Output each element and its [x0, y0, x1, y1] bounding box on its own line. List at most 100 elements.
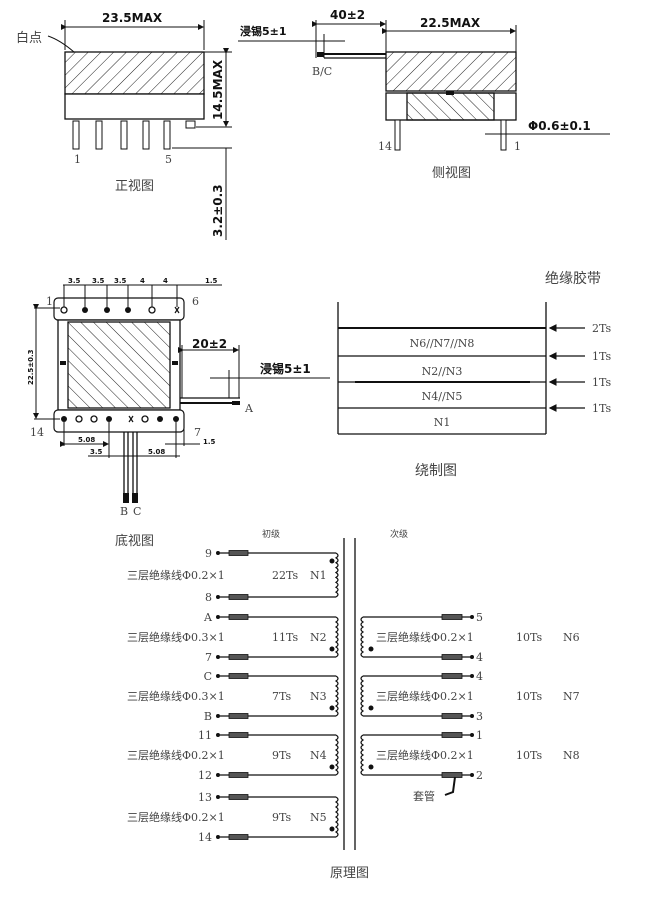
coil-icon — [334, 675, 339, 717]
sleeve-icon — [228, 732, 249, 738]
primary-label: 初级 — [262, 528, 280, 540]
front-pin-5-label: 5 — [165, 153, 172, 166]
white-dot-label: 白点 — [16, 30, 42, 46]
sleeve-icon — [228, 594, 249, 600]
sleeve-icon — [441, 673, 463, 679]
front-pin-1-label: 1 — [74, 153, 81, 166]
pin-label: 4 — [476, 670, 483, 683]
polarity-dot — [329, 764, 335, 770]
sleeve-icon — [228, 550, 249, 556]
winding-name: N4 — [310, 749, 327, 762]
pitch-dim-4: 4 — [140, 277, 145, 285]
sleeve-icon — [441, 732, 463, 738]
terminal-dot — [470, 773, 474, 777]
winding-spec: 三层绝缘线Φ0.3×1 — [127, 630, 225, 644]
pitch-dim-2: 3.5 — [92, 277, 105, 285]
winding-diagram-title: 绕制图 — [415, 463, 457, 479]
tape-label: 绝缘胶带 — [545, 270, 601, 287]
coil-icon — [334, 552, 339, 598]
winding-turns: 22Ts — [272, 569, 299, 582]
winding-diagram: 绝缘胶带 N6//N7//N8 N2//N3 N4//N5 N1 2Ts 1Ts… — [337, 270, 612, 479]
sleeve-icon — [228, 654, 249, 660]
polarity-dot — [329, 646, 335, 652]
winding-name: N2 — [310, 631, 327, 644]
pin-label: 7 — [205, 651, 212, 664]
coil-icon — [334, 796, 339, 838]
terminal-dot — [216, 595, 220, 599]
upper-pins — [60, 285, 180, 314]
coil-icon — [360, 734, 365, 776]
layer-n1: N1 — [434, 416, 451, 429]
terminal-dot — [216, 714, 220, 718]
secondary-label: 次级 — [390, 528, 408, 540]
side-view: 浸锡5±1 40±2 22.5MAX B/C 14 1 Φ0.6±0.1 侧视图 — [238, 8, 610, 181]
terminal-dot — [470, 655, 474, 659]
winding-spec: 三层绝缘线Φ0.2×1 — [127, 810, 225, 824]
bottom-dim-3: 5.08 — [148, 448, 165, 456]
bottom-pin-14-label: 14 — [30, 426, 44, 439]
bottom-strip-dim: 浸锡5±1 — [260, 361, 311, 376]
winding-name: N5 — [310, 811, 327, 824]
winding-spec: 三层绝缘线Φ0.2×1 — [127, 748, 225, 762]
winding-turns: 11Ts — [272, 631, 299, 644]
pin-label: 11 — [198, 729, 212, 742]
bottom-dim-2: 3.5 — [90, 448, 103, 456]
terminal-dot — [216, 795, 220, 799]
side-lead-label: B/C — [312, 65, 332, 78]
winding-spec: 三层绝缘线Φ0.2×1 — [376, 630, 474, 644]
terminal-dot — [216, 773, 220, 777]
side-strip-dim: 浸锡5±1 — [240, 24, 287, 38]
pin-label: 2 — [476, 769, 483, 782]
sleeve-icon — [441, 713, 463, 719]
pin-label: 8 — [205, 591, 212, 604]
polarity-dot — [368, 705, 374, 711]
sleeve-icon — [441, 772, 463, 778]
pin-label: 3 — [476, 710, 483, 723]
coil-icon — [334, 734, 339, 776]
terminal-dot — [470, 615, 474, 619]
winding-name: N6 — [563, 631, 580, 644]
layer-n4-n5: N4//N5 — [422, 390, 463, 403]
winding-spec: 三层绝缘线Φ0.3×1 — [127, 689, 225, 703]
right-edge-dim: 1.5 — [205, 277, 218, 285]
leads-bc — [123, 432, 138, 503]
sleeve-icon — [228, 673, 249, 679]
sleeve-icon — [228, 713, 249, 719]
side-pin-14-label: 14 — [378, 140, 392, 153]
pin-label: 1 — [476, 729, 483, 742]
bottom-height-dim: 22.5±0.3 — [27, 349, 35, 385]
pitch-dim-5: 4 — [163, 277, 168, 285]
front-view: 23.5MAX 白点 1 5 14.5MAX 3.2±0.3 正视图 — [16, 11, 232, 240]
pitch-dim-1: 3.5 — [68, 277, 81, 285]
pin-label: 4 — [476, 651, 483, 664]
layer-n6-n7-n8: N6//N7//N8 — [410, 337, 475, 350]
coil-icon — [360, 616, 365, 658]
winding-name: N1 — [310, 569, 327, 582]
terminal-dot — [470, 714, 474, 718]
coil-icon — [360, 675, 365, 717]
terminal-dot — [216, 551, 220, 555]
tape-turns-1: 2Ts — [592, 322, 612, 335]
schematic-title: 原理图 — [330, 866, 369, 881]
bottom-pin-7-label: 7 — [194, 426, 201, 439]
polarity-dot — [368, 646, 374, 652]
bottom-dim-4: 1.5 — [203, 438, 216, 446]
terminal-dot — [470, 674, 474, 678]
winding-turns: 9Ts — [272, 749, 292, 762]
winding-spec: 三层绝缘线Φ0.2×1 — [127, 568, 225, 582]
front-view-title: 正视图 — [115, 179, 154, 194]
terminal-dot — [216, 615, 220, 619]
front-pins — [72, 120, 196, 150]
sleeve-label: 套管 — [413, 789, 435, 803]
bottom-pin-6-label: 6 — [192, 295, 199, 308]
winding-turns: 10Ts — [516, 690, 543, 703]
sleeve-icon — [441, 614, 463, 620]
pin-label: B — [204, 710, 212, 723]
coil-icon — [334, 616, 339, 658]
pin-label: C — [204, 670, 212, 683]
